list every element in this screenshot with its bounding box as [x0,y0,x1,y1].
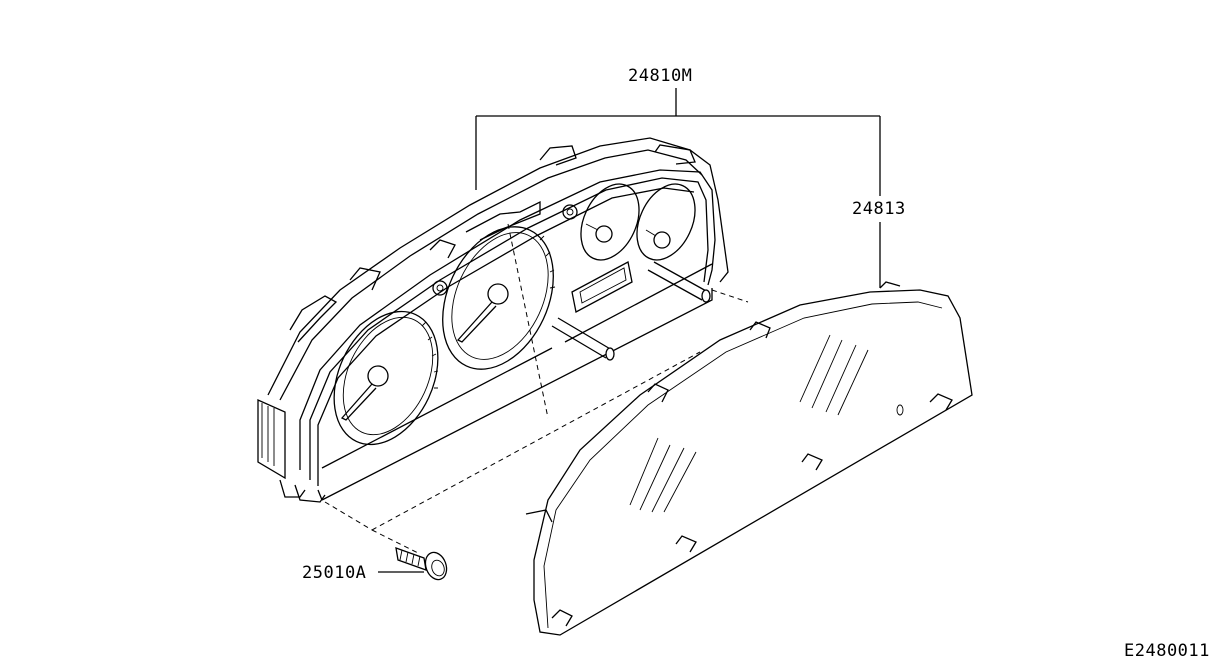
gauges [333,183,696,446]
figure-code: E2480011 [1124,641,1210,661]
meter-front-cover [525,281,973,636]
assembly-lines [324,223,749,555]
screw-part [378,547,448,581]
locating-pins [551,261,711,361]
combination-meter-assembly [257,137,729,503]
label-25010A: 25010A [302,563,366,583]
label-24810M: 24810M [628,66,692,86]
label-24813: 24813 [852,199,906,219]
leader-lines [475,88,881,288]
